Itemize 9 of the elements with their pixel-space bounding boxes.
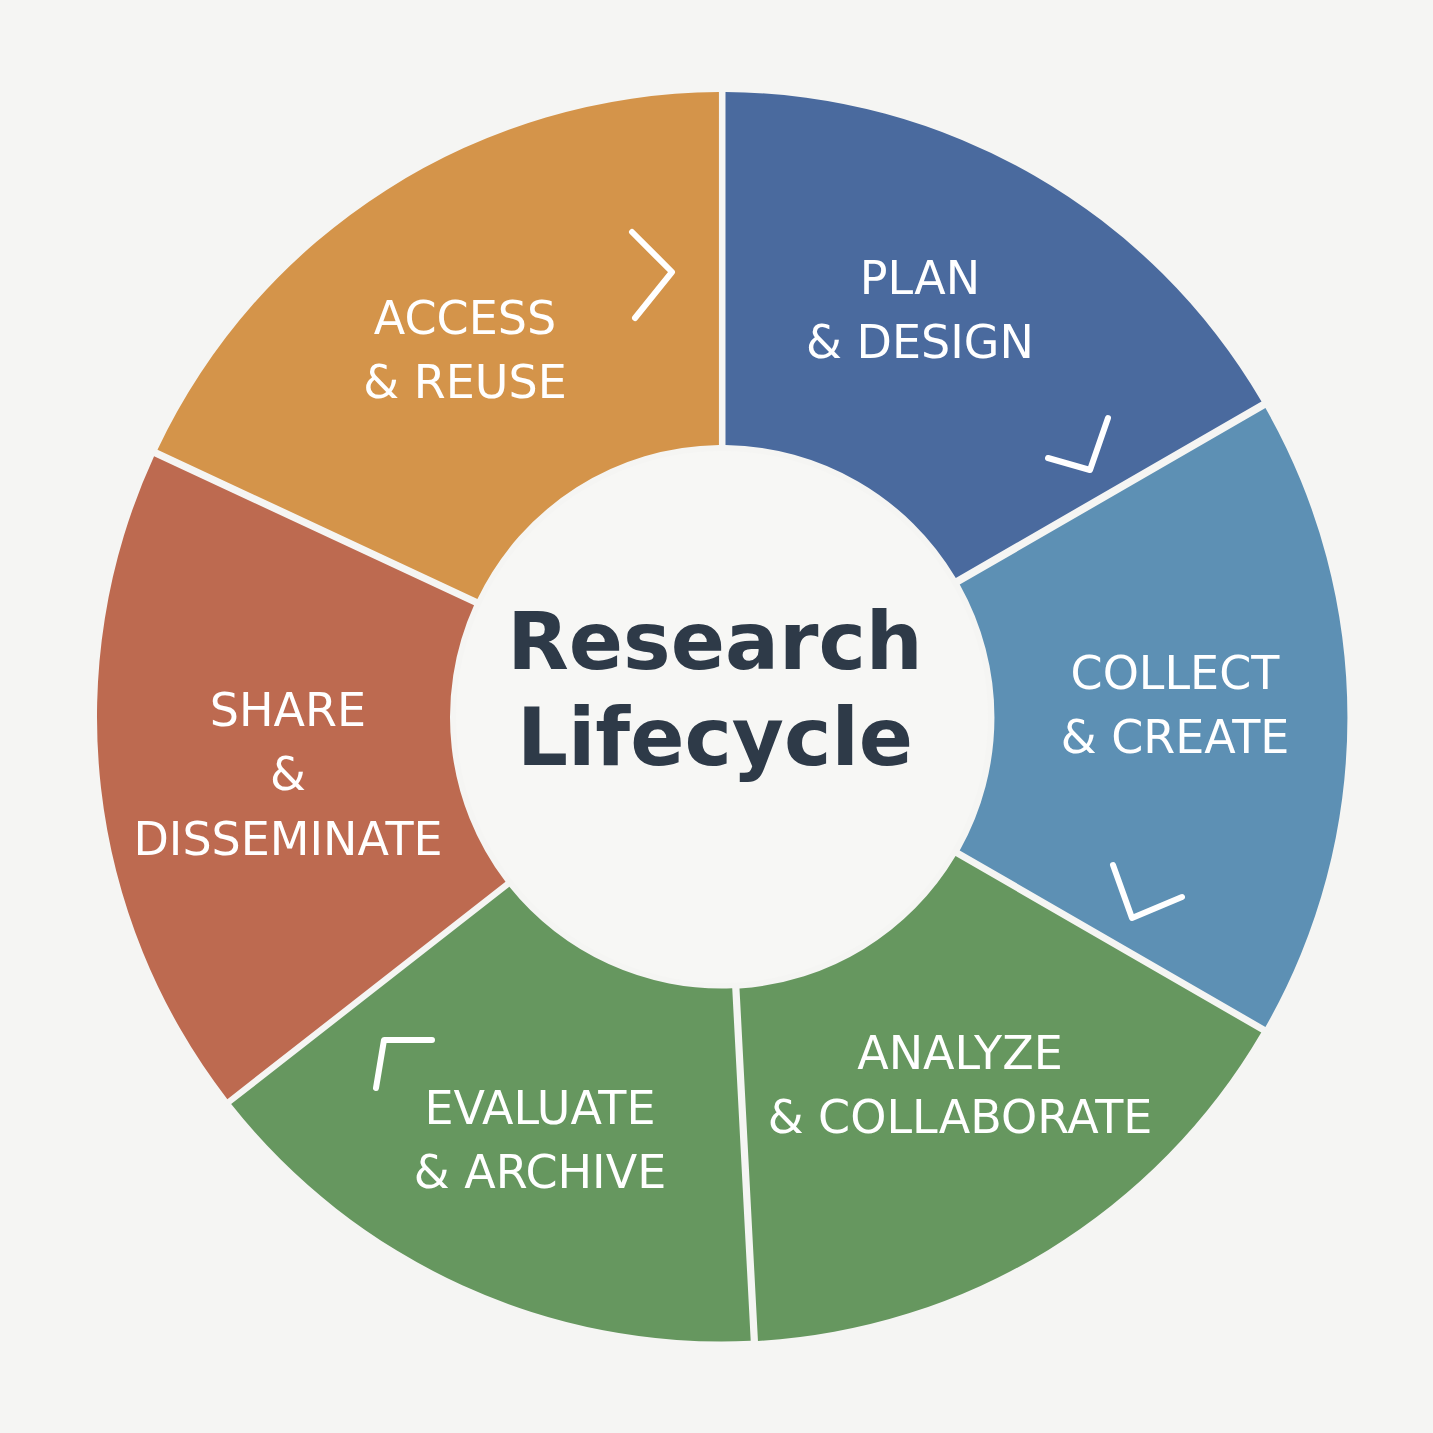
segment-label: SHARE & DISSEMINATE [133, 682, 443, 869]
segment-label: PLAN & DESIGN [806, 249, 1034, 371]
segment-label: EVALUATE & ARCHIVE [413, 1079, 667, 1201]
segment-label: ACCESS & REUSE [363, 289, 567, 411]
segment-label: COLLECT & CREATE [1060, 644, 1290, 766]
segment-label: ANALYZE & COLLABORATE [767, 1024, 1153, 1146]
center-title: Research Lifecycle [507, 594, 923, 786]
ring-segment [722, 92, 1264, 581]
ring-segment [736, 853, 1264, 1342]
